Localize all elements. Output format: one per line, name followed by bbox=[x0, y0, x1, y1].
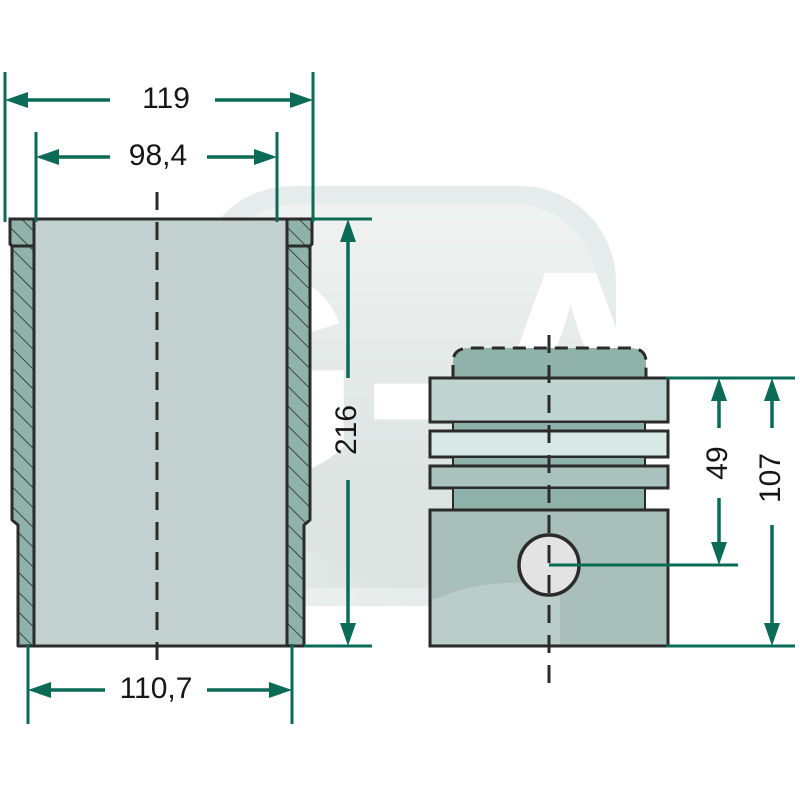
dim-1107-arrow-right bbox=[269, 682, 292, 698]
liner-left-wall-section bbox=[8, 217, 36, 648]
dim-107-label: 107 bbox=[754, 453, 787, 503]
cylinder-liner-view bbox=[8, 192, 314, 672]
dim-49-arrow-bottom bbox=[711, 542, 727, 565]
dim-216-arrow-bottom bbox=[340, 623, 356, 646]
dim-49-arrow-top bbox=[711, 378, 727, 401]
dim-216-arrow-top bbox=[340, 219, 356, 242]
piston-skirt-highlight bbox=[432, 582, 560, 644]
dim-984-arrow-left bbox=[36, 149, 59, 165]
dimension-107: 107 bbox=[666, 378, 795, 648]
dim-119-arrow-left bbox=[5, 92, 28, 108]
dimension-119: 119 bbox=[3, 72, 315, 222]
liner-right-flange-step bbox=[287, 219, 314, 248]
dim-119-label: 119 bbox=[142, 82, 190, 115]
liner-left-flange-step bbox=[8, 217, 36, 248]
piston-crown-dome bbox=[451, 346, 648, 380]
liner-bore-fill bbox=[34, 219, 287, 646]
dim-984-arrow-right bbox=[254, 149, 277, 165]
dim-1107-label: 110,7 bbox=[120, 672, 193, 705]
dimension-98-4: 98,4 bbox=[34, 132, 279, 222]
dim-119-arrow-right bbox=[290, 92, 313, 108]
dim-107-arrow-bottom bbox=[764, 623, 780, 646]
dimension-110-7: 110,7 bbox=[26, 644, 294, 724]
piston-view bbox=[428, 335, 670, 690]
dimension-216: 216 bbox=[304, 217, 372, 648]
dim-1107-arrow-left bbox=[28, 682, 51, 698]
dim-107-arrow-top bbox=[764, 378, 780, 401]
dim-49-label: 49 bbox=[701, 446, 734, 479]
dim-984-label: 98,4 bbox=[129, 139, 187, 172]
dim-216-label: 216 bbox=[330, 405, 363, 455]
dimension-49: 49 bbox=[549, 376, 795, 567]
